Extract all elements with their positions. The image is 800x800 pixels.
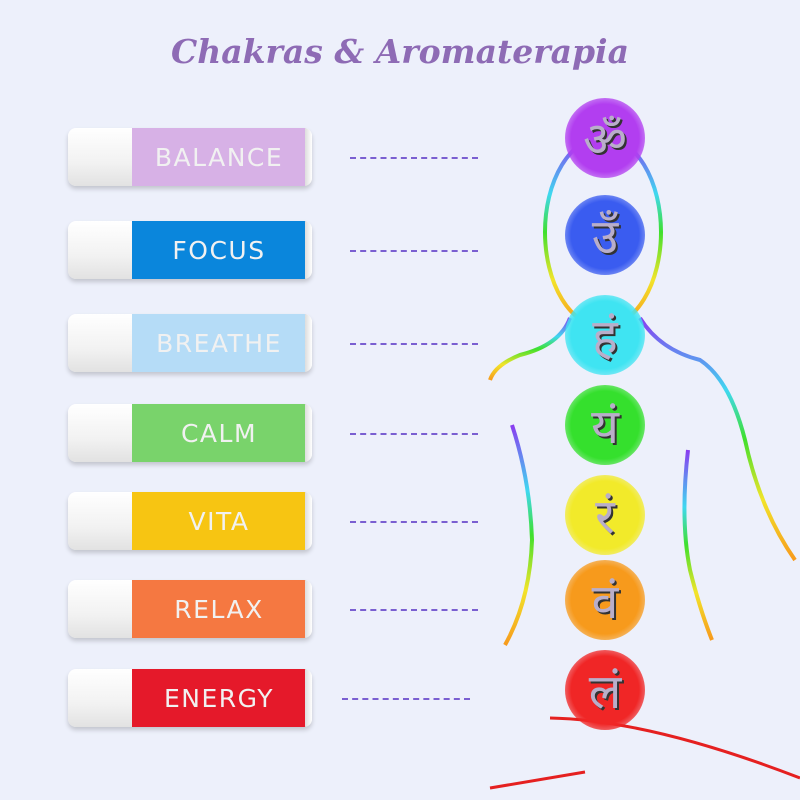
product-tube-calm: CALM xyxy=(68,404,312,462)
chakra-symbol: ॐ xyxy=(565,98,645,178)
product-label: CALM xyxy=(132,404,306,462)
chakra-symbol: उँ xyxy=(565,195,645,275)
product-label: BREATHE xyxy=(132,314,306,372)
connector-line xyxy=(350,343,478,345)
product-tube-energy: ENERGY xyxy=(68,669,312,727)
tube-cap xyxy=(305,580,312,638)
product-tube-vita: VITA xyxy=(68,492,312,550)
chakra-symbol: लं xyxy=(565,650,645,730)
tube-cap xyxy=(305,492,312,550)
page-title: Chakras & Aromaterapia xyxy=(171,32,629,71)
chakra-symbol: रं xyxy=(565,475,645,555)
product-tube-breathe: BREATHE xyxy=(68,314,312,372)
connector-line xyxy=(350,433,478,435)
product-label: BALANCE xyxy=(132,128,306,186)
product-label: VITA xyxy=(132,492,306,550)
product-tube-balance: BALANCE xyxy=(68,128,312,186)
tube-cap xyxy=(305,221,312,279)
chakra-symbol: यं xyxy=(565,385,645,465)
chakra-symbol: हं xyxy=(565,295,645,375)
product-tube-relax: RELAX xyxy=(68,580,312,638)
connector-line xyxy=(342,698,470,700)
product-label: RELAX xyxy=(132,580,306,638)
connector-line xyxy=(350,609,478,611)
product-label: ENERGY xyxy=(132,669,306,727)
tube-cap xyxy=(305,314,312,372)
connector-line xyxy=(350,157,478,159)
tube-cap xyxy=(305,669,312,727)
connector-line xyxy=(350,521,478,523)
chakra-symbol: वं xyxy=(565,560,645,640)
product-label: FOCUS xyxy=(132,221,306,279)
product-tube-focus: FOCUS xyxy=(68,221,312,279)
tube-cap xyxy=(305,404,312,462)
connector-line xyxy=(350,250,478,252)
tube-cap xyxy=(305,128,312,186)
